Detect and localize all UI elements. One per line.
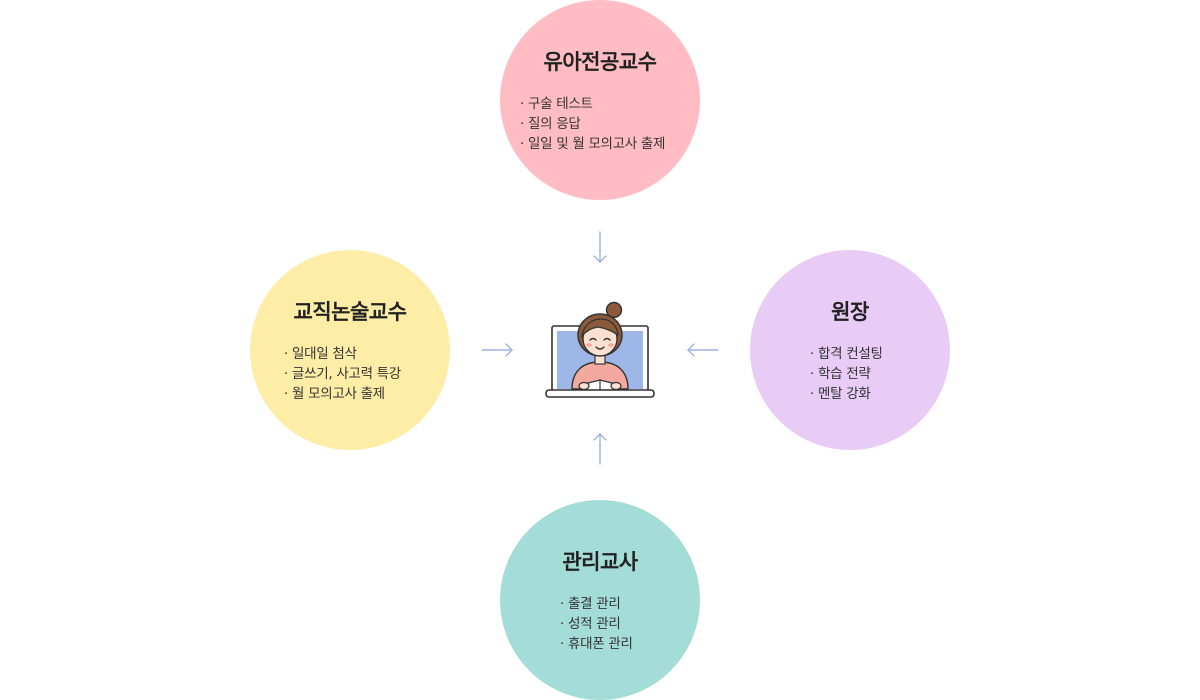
node-item: 질의 응답 (520, 114, 665, 134)
node-title: 원장 (831, 300, 869, 324)
arrow-up-icon (593, 433, 607, 465)
node-director: 원장 합격 컨설팅 학습 전략 멘탈 강화 (750, 250, 950, 450)
node-professor-essay: 교직논술교수 일대일 첨삭 글쓰기, 사고력 특강 월 모의고사 출제 (250, 250, 450, 450)
node-item: 일일 및 월 모의고사 출제 (520, 134, 665, 154)
node-professor-major: 유아전공교수 구술 테스트 질의 응답 일일 및 월 모의고사 출제 (500, 0, 700, 200)
node-item: 멘탈 강화 (810, 384, 883, 404)
node-item-list: 구술 테스트 질의 응답 일일 및 월 모의고사 출제 (520, 94, 665, 154)
node-item: 합격 컨설팅 (810, 344, 883, 364)
node-item: 성적 관리 (560, 614, 633, 634)
arrow-down-icon (593, 231, 607, 263)
arrow-left-icon (687, 343, 719, 357)
node-title: 관리교사 (562, 550, 638, 574)
node-item: 글쓰기, 사고력 특강 (284, 364, 401, 384)
node-item: 학습 전략 (810, 364, 883, 384)
node-item: 구술 테스트 (520, 94, 665, 114)
node-title: 유아전공교수 (543, 50, 657, 74)
node-item-list: 합격 컨설팅 학습 전략 멘탈 강화 (810, 344, 883, 404)
node-manager: 관리교사 출결 관리 성적 관리 휴대폰 관리 (500, 500, 700, 700)
arrow-right-icon (481, 343, 513, 357)
student-laptop-icon (545, 301, 655, 398)
node-title: 교직논술교수 (293, 300, 407, 324)
node-item-list: 일대일 첨삭 글쓰기, 사고력 특강 월 모의고사 출제 (284, 344, 401, 404)
node-item: 휴대폰 관리 (560, 634, 633, 654)
node-item-list: 출결 관리 성적 관리 휴대폰 관리 (560, 594, 633, 654)
node-item: 일대일 첨삭 (284, 344, 401, 364)
node-item: 월 모의고사 출제 (284, 384, 401, 404)
node-item: 출결 관리 (560, 594, 633, 614)
